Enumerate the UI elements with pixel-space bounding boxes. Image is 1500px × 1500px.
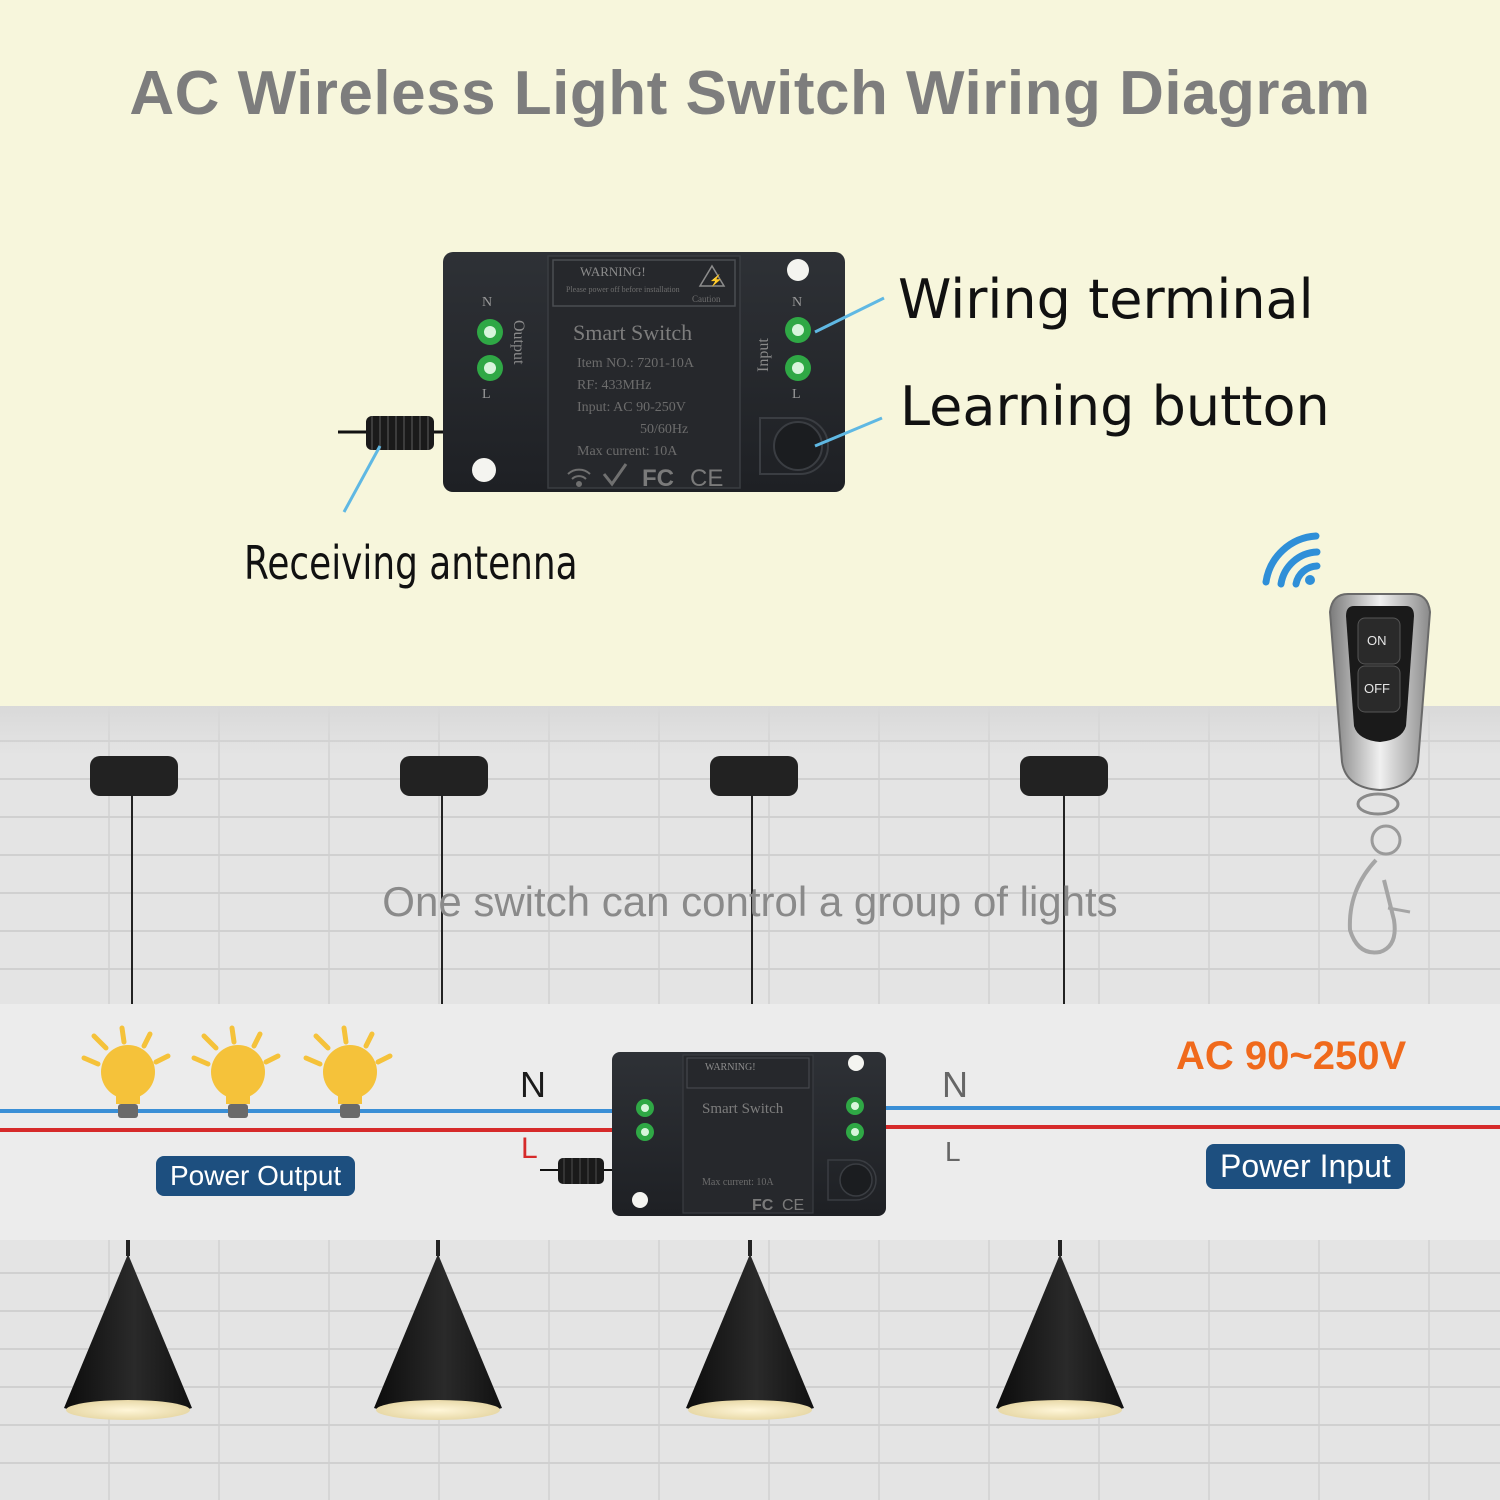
output-side-label: Output bbox=[510, 320, 527, 365]
small-module-warning: WARNING! bbox=[705, 1062, 756, 1073]
output-terminals bbox=[477, 319, 503, 381]
module-name: Smart Switch bbox=[573, 320, 692, 345]
learning-button bbox=[759, 417, 829, 475]
wifi-signal-icon bbox=[567, 468, 591, 487]
module-rf: RF: 433MHz bbox=[577, 378, 651, 393]
pendant-lamp bbox=[996, 1240, 1124, 1420]
module-input: Input: AC 90-250V bbox=[577, 400, 686, 415]
lightbulb-icon bbox=[191, 1025, 281, 1118]
lightbulb-icon bbox=[81, 1025, 171, 1118]
callout-lines bbox=[342, 296, 885, 513]
module-warning: WARNING! bbox=[580, 264, 646, 279]
small-module-max-current: Max current: 10A bbox=[702, 1177, 774, 1188]
remote-off-label: OFF bbox=[1364, 681, 1390, 696]
remote-control: ON OFF bbox=[1328, 593, 1432, 955]
check-mark-icon bbox=[602, 463, 628, 487]
fc-mark: FC bbox=[642, 465, 674, 492]
pendant-cords bbox=[131, 796, 1065, 1004]
small-module-name: Smart Switch bbox=[702, 1101, 784, 1117]
remote-on-button bbox=[1357, 617, 1401, 665]
module-item: Item NO.: 7201-10A bbox=[577, 356, 695, 371]
antenna-coil bbox=[338, 416, 445, 450]
live-label-right: L bbox=[945, 1136, 961, 1167]
smart-switch-module: N L N L Output Input WARNING! Please pow… bbox=[338, 252, 845, 492]
input-l-label: L bbox=[792, 387, 801, 402]
lightbulb-icon bbox=[303, 1025, 393, 1118]
remote-on-label: ON bbox=[1367, 633, 1387, 648]
pendant-lamp bbox=[374, 1240, 502, 1420]
output-l-label: L bbox=[482, 387, 491, 402]
warning-triangle-icon: ⚡ bbox=[698, 264, 726, 287]
module-max-current: Max current: 10A bbox=[577, 444, 678, 459]
neutral-label-right: N bbox=[942, 1064, 968, 1105]
small-fc-mark: FC bbox=[752, 1197, 774, 1214]
ce-mark: CE bbox=[690, 465, 723, 492]
neutral-label-left: N bbox=[520, 1064, 546, 1105]
remote-off-button bbox=[1357, 665, 1401, 713]
input-side-label: Input bbox=[755, 338, 772, 372]
input-terminals bbox=[785, 317, 811, 381]
small-ce-mark: CE bbox=[782, 1197, 804, 1214]
svg-text:⚡: ⚡ bbox=[709, 274, 723, 287]
voltage-label: AC 90~250V bbox=[1176, 1034, 1407, 1078]
smart-switch-module-small: WARNING! Smart Switch Max current: 10A F… bbox=[540, 1052, 886, 1216]
power-input-badge: Power Input bbox=[1206, 1144, 1405, 1189]
ceiling-shadow bbox=[0, 706, 1500, 756]
pendant-lamp bbox=[64, 1240, 192, 1420]
ceiling-canopies bbox=[90, 756, 1108, 796]
input-n-label: N bbox=[792, 295, 802, 310]
module-warning-note: Please power off before installation bbox=[566, 285, 680, 294]
live-label-left: L bbox=[521, 1132, 538, 1165]
page-title: AC Wireless Light Switch Wiring Diagram bbox=[129, 59, 1371, 128]
slogan-text: One switch can control a group of lights bbox=[382, 878, 1118, 925]
module-caution: Caution bbox=[692, 294, 721, 304]
output-n-label: N bbox=[482, 295, 492, 310]
power-output-badge: Power Output bbox=[156, 1156, 356, 1196]
wiring-terminal-label: Wiring terminal bbox=[898, 268, 1314, 331]
receiving-antenna-label: Receiving antenna bbox=[244, 536, 578, 590]
wifi-signal-icon bbox=[1262, 532, 1321, 588]
module-freq: 50/60Hz bbox=[640, 422, 688, 437]
pendant-lamp bbox=[686, 1240, 814, 1420]
learning-button-label: Learning button bbox=[900, 375, 1330, 438]
